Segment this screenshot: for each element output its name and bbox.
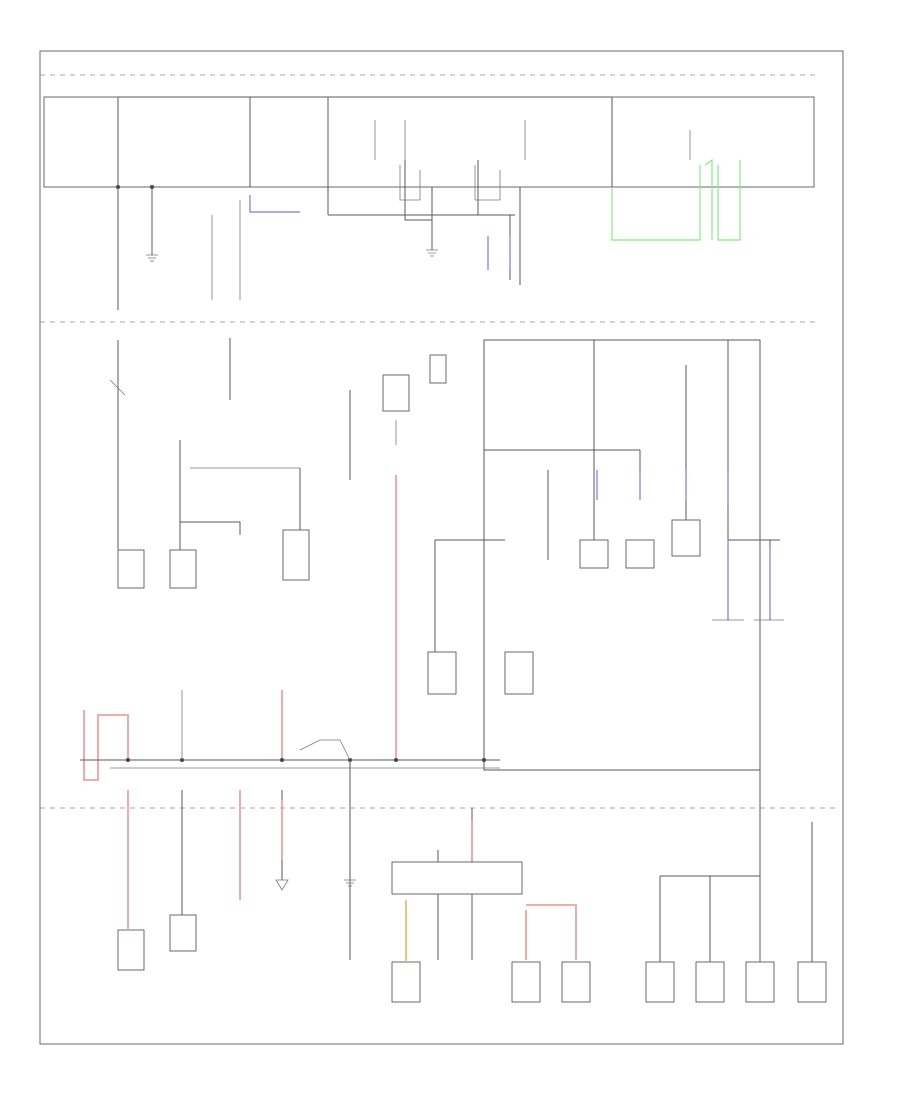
diagram-frame	[39, 50, 844, 1045]
top-blue-wires	[249, 195, 511, 270]
middle-left-components	[117, 354, 447, 589]
top-green-wires	[611, 158, 741, 241]
main-bus	[80, 690, 500, 769]
middle-blue-wires	[596, 470, 771, 618]
bottom-components	[117, 914, 827, 1003]
bottom-circuits	[181, 760, 813, 962]
top-fuse-box	[43, 96, 815, 215]
middle-red-wires	[83, 475, 397, 781]
bottom-red-wires	[127, 790, 577, 960]
middle-right-box	[427, 339, 784, 860]
top-ground-circuits	[117, 160, 521, 310]
middle-left-circuits	[109, 338, 397, 550]
